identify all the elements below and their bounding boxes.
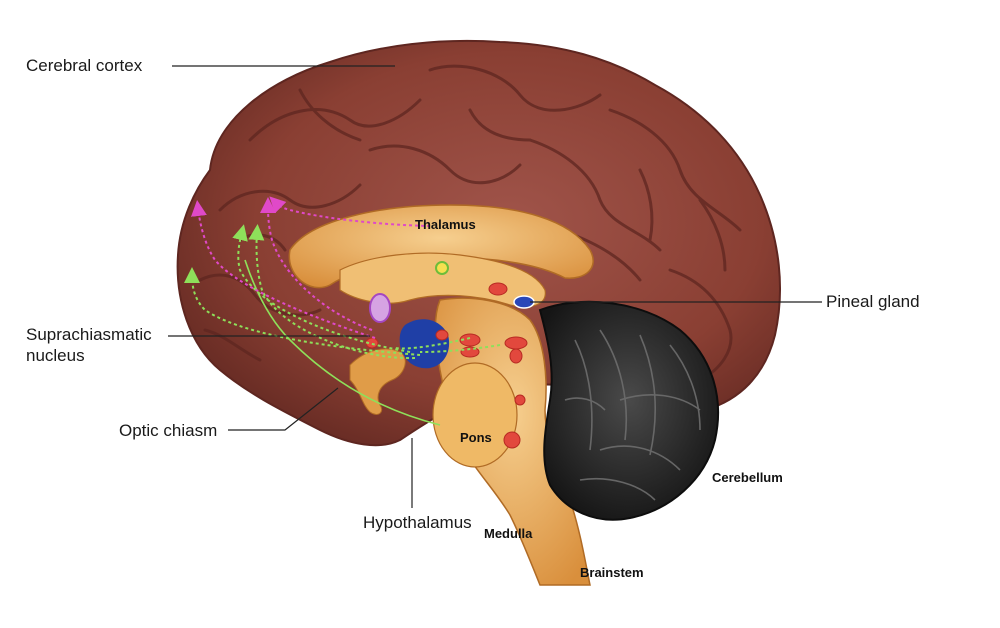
label-brainstem: Brainstem (580, 565, 644, 580)
label-cerebellum: Cerebellum (712, 470, 783, 485)
cortex-gyri (198, 64, 742, 382)
label-hypothalamus: Hypothalamus (363, 513, 472, 532)
label-suprachiasmatic-line1: Suprachiasmatic (26, 325, 152, 344)
green-pathway-2 (244, 259, 441, 426)
leader-lines (168, 65, 822, 508)
pons-shape (432, 362, 518, 468)
hypothalamus-shape (399, 319, 450, 369)
nuclei (365, 282, 528, 449)
scn-marker (369, 293, 391, 323)
cerebellum-folia (564, 329, 701, 501)
green-pathways (184, 224, 501, 360)
cerebellum-shape (538, 300, 719, 521)
label-pineal-gland: Pineal gland (826, 292, 920, 311)
label-medulla: Medulla (484, 526, 533, 541)
magenta-pathways (190, 196, 431, 339)
label-suprachiasmatic-line2: nucleus (26, 346, 85, 365)
green-marker (435, 261, 449, 275)
optic-structures-shape (349, 348, 406, 415)
label-pons: Pons (460, 430, 492, 445)
label-thalamus: Thalamus (415, 217, 476, 232)
label-optic-chiasm: Optic chiasm (119, 421, 218, 440)
label-cerebral-cortex: Cerebral cortex (26, 56, 143, 75)
